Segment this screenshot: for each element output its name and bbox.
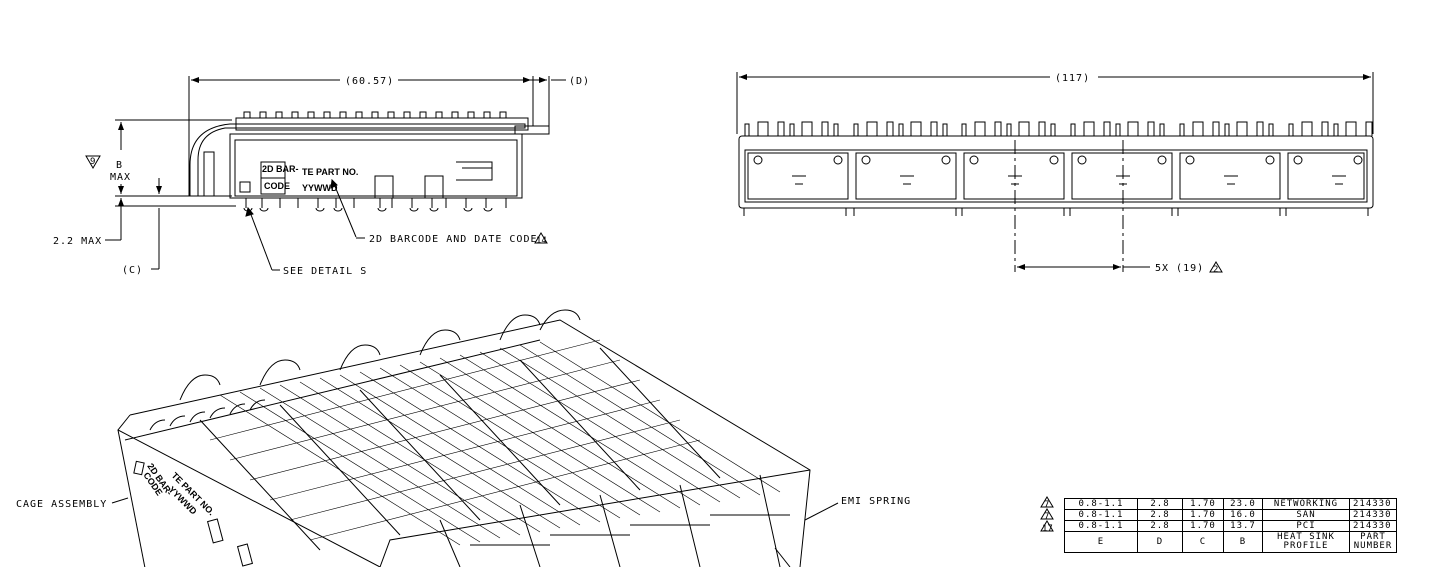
header-profile-line1: HEAT SINK <box>1277 532 1335 542</box>
cell-b: 13.7 <box>1223 520 1263 532</box>
cell-part: 214330 <box>1349 509 1397 521</box>
table-header-row: E D C B HEAT SINK PROFILE PART NUMBER <box>1064 531 1397 553</box>
label-yywwd: YYWWD <box>302 183 338 193</box>
dim-pitch-flag: 2 <box>1213 265 1218 275</box>
table-row: 0.8-1.1 2.8 1.70 23.0 NETWORKING 214330 <box>1064 498 1397 510</box>
cell-d: 2.8 <box>1137 520 1183 532</box>
front-view-labels: (117) 5X (19) 2 <box>1055 73 1223 275</box>
dim-b-flag: 9 <box>90 157 95 167</box>
dim-b-max: MAX <box>110 172 131 183</box>
cell-profile: PCI <box>1262 520 1350 532</box>
row1-flag: 7 <box>1044 500 1049 510</box>
flag-triangle-icon <box>1040 496 1054 508</box>
dim-c-label: (C) <box>122 265 143 276</box>
flag-triangle-icon <box>1040 520 1054 532</box>
table-row: 0.8-1.1 2.8 1.70 16.0 SAN 214330 <box>1064 509 1397 521</box>
header-part: PART NUMBER <box>1349 531 1397 553</box>
cell-c: 1.70 <box>1182 498 1224 510</box>
table-row: 0.8-1.1 2.8 1.70 13.7 PCI 214330 <box>1064 520 1397 532</box>
cage-assembly-label: CAGE ASSEMBLY <box>16 499 107 510</box>
dim-pitch-label: 5X (19) <box>1155 263 1204 274</box>
label-te-part: TE PART NO. <box>302 167 358 177</box>
dim-min-label: 2.2 MAX <box>53 236 102 247</box>
front-view <box>736 72 1374 272</box>
see-detail-label: SEE DETAIL S <box>283 266 367 277</box>
label-2d-line1: 2D BAR- <box>262 164 299 174</box>
header-part-line2: NUMBER <box>1353 541 1393 551</box>
cell-e: 0.8-1.1 <box>1064 498 1138 510</box>
header-profile: HEAT SINK PROFILE <box>1262 531 1350 553</box>
header-e: E <box>1064 531 1138 553</box>
cell-c: 1.70 <box>1182 509 1224 521</box>
isometric-view <box>111 309 839 567</box>
cell-b: 23.0 <box>1223 498 1263 510</box>
label-2d-line2: CODE <box>264 181 290 191</box>
dim-overall-label: (117) <box>1055 73 1090 84</box>
flag-triangle-icon <box>534 232 548 244</box>
cell-d: 2.8 <box>1137 498 1183 510</box>
cell-c: 1.70 <box>1182 520 1224 532</box>
side-view-labels: (60.57) (D) 9 B MAX 2.2 MAX (C) SEE DETA… <box>53 76 590 277</box>
dim-b-label: B <box>116 160 123 171</box>
cell-b: 16.0 <box>1223 509 1263 521</box>
dim-width-label: (60.57) <box>345 76 394 87</box>
barcode-note-label: 2D BARCODE AND DATE CODE <box>369 234 538 245</box>
dim-d-label: (D) <box>569 76 590 87</box>
heat-sink-table: 0.8-1.1 2.8 1.70 23.0 NETWORKING 214330 … <box>1064 498 1397 553</box>
header-part-line1: PART <box>1360 532 1386 542</box>
emi-spring-label: EMI SPRING <box>841 496 911 507</box>
flag-triangle-icon <box>85 155 101 169</box>
cell-d: 2.8 <box>1137 509 1183 521</box>
header-b: B <box>1223 531 1263 553</box>
row3-flag: 17 <box>1042 524 1053 534</box>
row2-flag: 7 <box>1044 512 1049 522</box>
cell-profile: NETWORKING <box>1262 498 1350 510</box>
table-flags: 7 7 17 <box>1040 496 1054 534</box>
cell-part: 214330 <box>1349 498 1397 510</box>
cell-profile: SAN <box>1262 509 1350 521</box>
header-profile-line2: PROFILE <box>1283 541 1329 551</box>
cell-e: 0.8-1.1 <box>1064 520 1138 532</box>
flag-triangle-icon <box>1209 261 1223 273</box>
flag-triangle-icon <box>1040 508 1054 520</box>
header-d: D <box>1137 531 1183 553</box>
barcode-flag: 14 <box>536 236 547 246</box>
cell-part: 214330 <box>1349 520 1397 532</box>
isometric-view-labels: CAGE ASSEMBLY EMI SPRING 2D BAR- CODE TE… <box>16 461 911 517</box>
cell-e: 0.8-1.1 <box>1064 509 1138 521</box>
side-view <box>105 76 566 271</box>
header-c: C <box>1182 531 1224 553</box>
